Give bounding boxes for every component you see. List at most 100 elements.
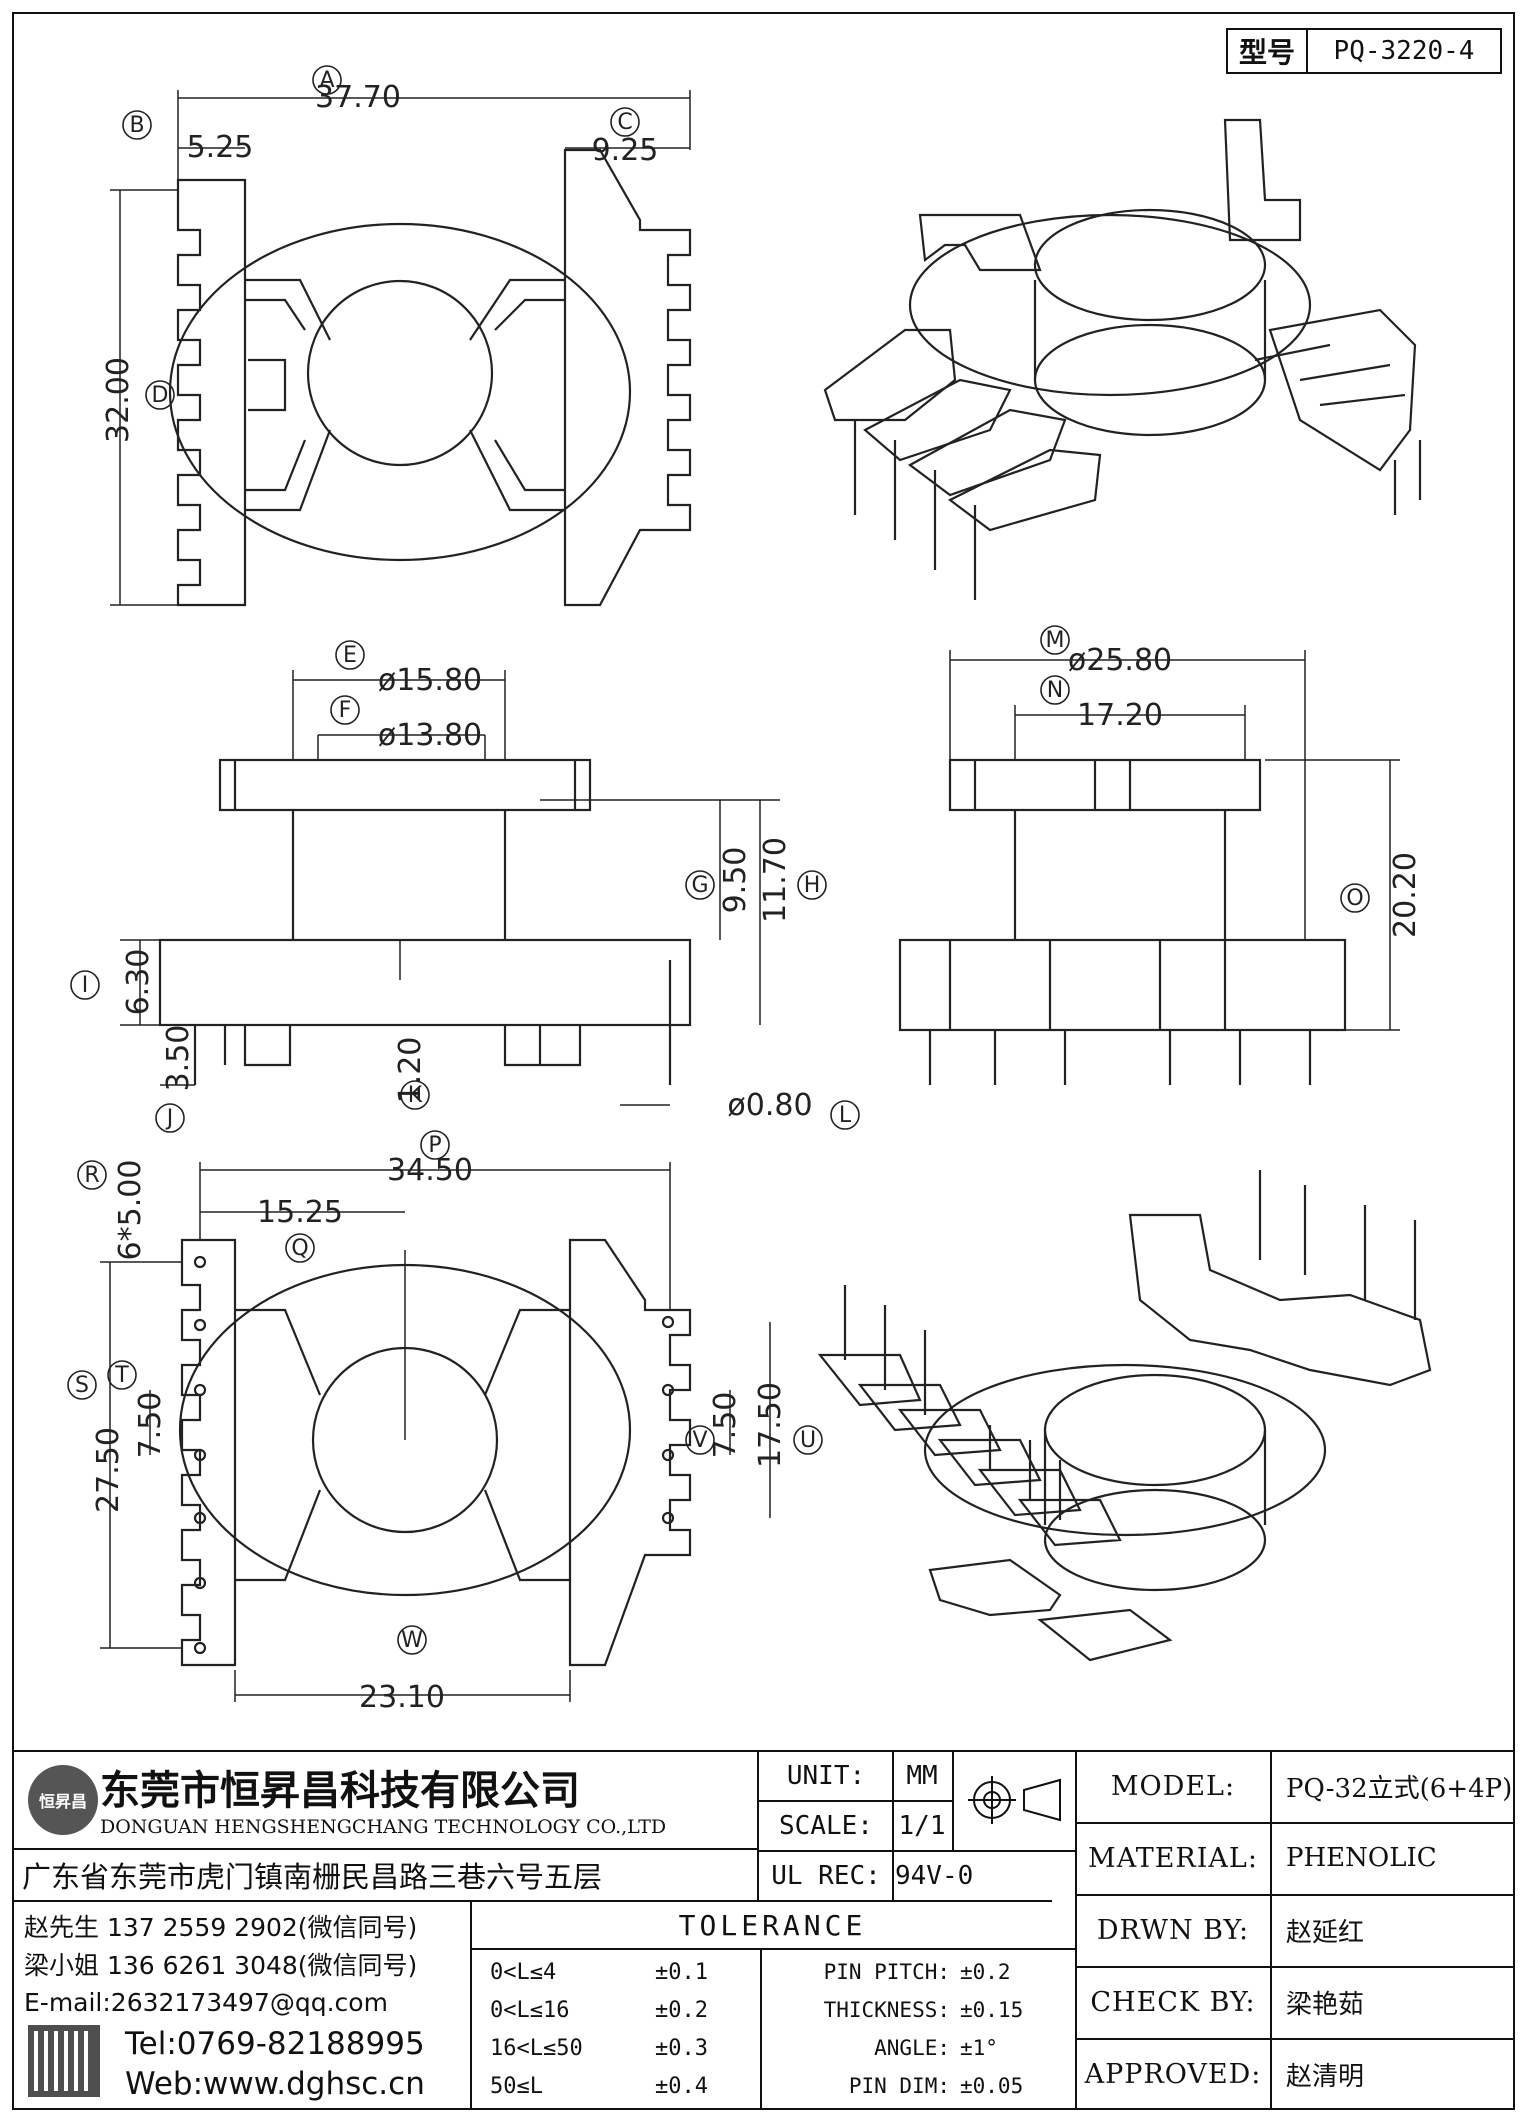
dimension-letter-n: N <box>1047 678 1063 703</box>
tolerance-value: ±0.4 <box>655 2073 708 2099</box>
check-by-row-value: 梁艳茹 <box>1286 1989 1365 2020</box>
dimension-callout-circle <box>610 107 640 137</box>
dimension-value-m: ø25.80 <box>1068 643 1172 678</box>
dimension-letter-e: E <box>343 643 357 668</box>
dimension-value-j: 3.50 <box>161 1025 196 1092</box>
dimension-callout-circle <box>1040 625 1070 655</box>
divider <box>1075 1894 1515 1896</box>
dimension-value-g: 9.50 <box>718 847 753 914</box>
dimension-letter-t: T <box>114 1363 129 1388</box>
tolerance-extra-value: ±0.15 <box>960 1998 1024 2022</box>
dimension-callout-circle <box>285 1233 315 1263</box>
dimension-letter-h: H <box>804 873 821 898</box>
part-number-box: 型号 PQ-3220-4 <box>1226 28 1502 74</box>
dimension-callout-circle <box>685 1425 715 1455</box>
divider <box>12 1900 1052 1902</box>
divider <box>470 1900 472 2110</box>
dimension-value-c: 9.25 <box>592 133 659 168</box>
dimension-letter-o: O <box>1346 886 1363 911</box>
side-view-2 <box>898 650 1400 1085</box>
tolerance-title: TOLERANCE <box>678 1908 867 1942</box>
tolerance-value: ±0.2 <box>655 1997 708 2023</box>
dimension-letter-g: G <box>691 873 708 898</box>
company-name-cn: 东莞市恒昇昌科技有限公司 <box>100 1768 580 1814</box>
dimension-value-s: 27.50 <box>91 1427 126 1513</box>
check-by-row-label: CHECK BY: <box>1090 1986 1256 2018</box>
dimension-value-d: 32.00 <box>101 357 136 443</box>
iso-view-bottom <box>817 1170 1432 1662</box>
dimension-callout-circle <box>1340 883 1370 913</box>
dimension-letter-f: F <box>339 698 352 723</box>
dimension-letter-m: M <box>1046 628 1065 653</box>
approved-by-row-label: APPROVED: <box>1084 2058 1262 2090</box>
title-block <box>12 1750 1515 2110</box>
divider <box>1075 1750 1077 2110</box>
divider <box>1075 1822 1515 1824</box>
ulrec-label: UL REC: <box>771 1861 881 1891</box>
dimension-value-n: 17.20 <box>1077 698 1163 733</box>
divider <box>892 1750 894 1900</box>
dimension-value-w: 23.10 <box>359 1680 445 1715</box>
dimension-value-f: ø13.80 <box>378 718 482 753</box>
dimension-callout-circle <box>335 640 365 670</box>
divider <box>757 1750 759 1900</box>
dimension-value-k: 1.20 <box>393 1037 428 1104</box>
material-row-value: PHENOLIC <box>1286 1843 1437 1873</box>
divider <box>757 1850 1075 1852</box>
dimension-letter-q: Q <box>291 1236 308 1261</box>
iso-view-top <box>823 118 1422 600</box>
dimension-callout-circle <box>155 1103 185 1133</box>
dimension-letter-r: R <box>84 1163 99 1188</box>
dimension-value-i: 6.30 <box>121 949 156 1016</box>
type-label: 型号 <box>1228 30 1308 72</box>
top-view <box>110 90 692 607</box>
company-name-en: DONGUAN HENGSHENGCHANG TECHNOLOGY CO.,LT… <box>100 1816 667 1838</box>
dimension-letter-w: W <box>401 1628 423 1653</box>
tolerance-range: 16<L≤50 <box>490 2035 583 2061</box>
dimension-callout-circle <box>420 1130 450 1160</box>
dimension-callout-circle <box>107 1360 137 1390</box>
dimension-value-a: 37.70 <box>315 80 401 115</box>
dimension-value-b: 5.25 <box>187 130 254 165</box>
part-number: PQ-3220-4 <box>1333 36 1475 66</box>
dimension-letter-k: K <box>408 1083 423 1108</box>
logo-text: 恒昇昌 <box>38 1792 87 1811</box>
dimension-letter-b: B <box>129 113 144 138</box>
company-tel: Tel:0769-82188995 <box>125 2026 425 2062</box>
dimension-callout-circle <box>400 1080 430 1110</box>
company-web: Web:www.dghsc.cn <box>125 2066 425 2102</box>
dimension-value-t: 7.50 <box>133 1392 168 1459</box>
tolerance-range: 50≤L <box>490 2073 543 2099</box>
unit-value: MM <box>906 1761 938 1791</box>
dimension-letter-i: I <box>82 973 89 998</box>
dimension-value-o: 20.20 <box>1388 852 1423 938</box>
model-row-value: PQ-32立式(6+4P) <box>1286 1773 1513 1804</box>
tolerance-range: 0<L≤16 <box>490 1997 570 2023</box>
dimension-letter-p: P <box>428 1133 441 1158</box>
dimension-value-l: ø0.80 <box>727 1088 812 1123</box>
divider <box>952 1750 954 1850</box>
dimension-callout-circle <box>830 1100 860 1130</box>
tolerance-extra-label: ANGLE: <box>874 2036 950 2060</box>
dimension-callout-circle <box>793 1425 823 1455</box>
contact-2: 梁小姐 136 6261 3048(微信同号) <box>24 1951 418 1980</box>
company-email: E-mail:2632173497@qq.com <box>24 1987 388 2017</box>
drawn-by-row-value: 赵延红 <box>1286 1917 1365 1948</box>
divider <box>760 1948 762 2110</box>
tolerance-extra-value: ±1° <box>960 2036 998 2060</box>
dimension-callout-circle <box>77 1160 107 1190</box>
tolerance-extra-label: PIN PITCH: <box>823 1960 950 1984</box>
divider <box>757 1800 952 1802</box>
dimension-value-v: 7.50 <box>708 1392 743 1459</box>
scale-label: SCALE: <box>779 1811 873 1841</box>
divider <box>12 1848 757 1850</box>
dimension-value-r: 6*5.00 <box>113 1160 148 1261</box>
dimension-letter-l: L <box>839 1103 852 1128</box>
dimension-callout-circle <box>330 695 360 725</box>
tolerance-value: ±0.1 <box>655 1959 708 1985</box>
ulrec-value: 94V-0 <box>895 1861 974 1891</box>
dimension-callout-circle <box>67 1370 97 1400</box>
model-row-label: MODEL: <box>1110 1770 1236 1802</box>
